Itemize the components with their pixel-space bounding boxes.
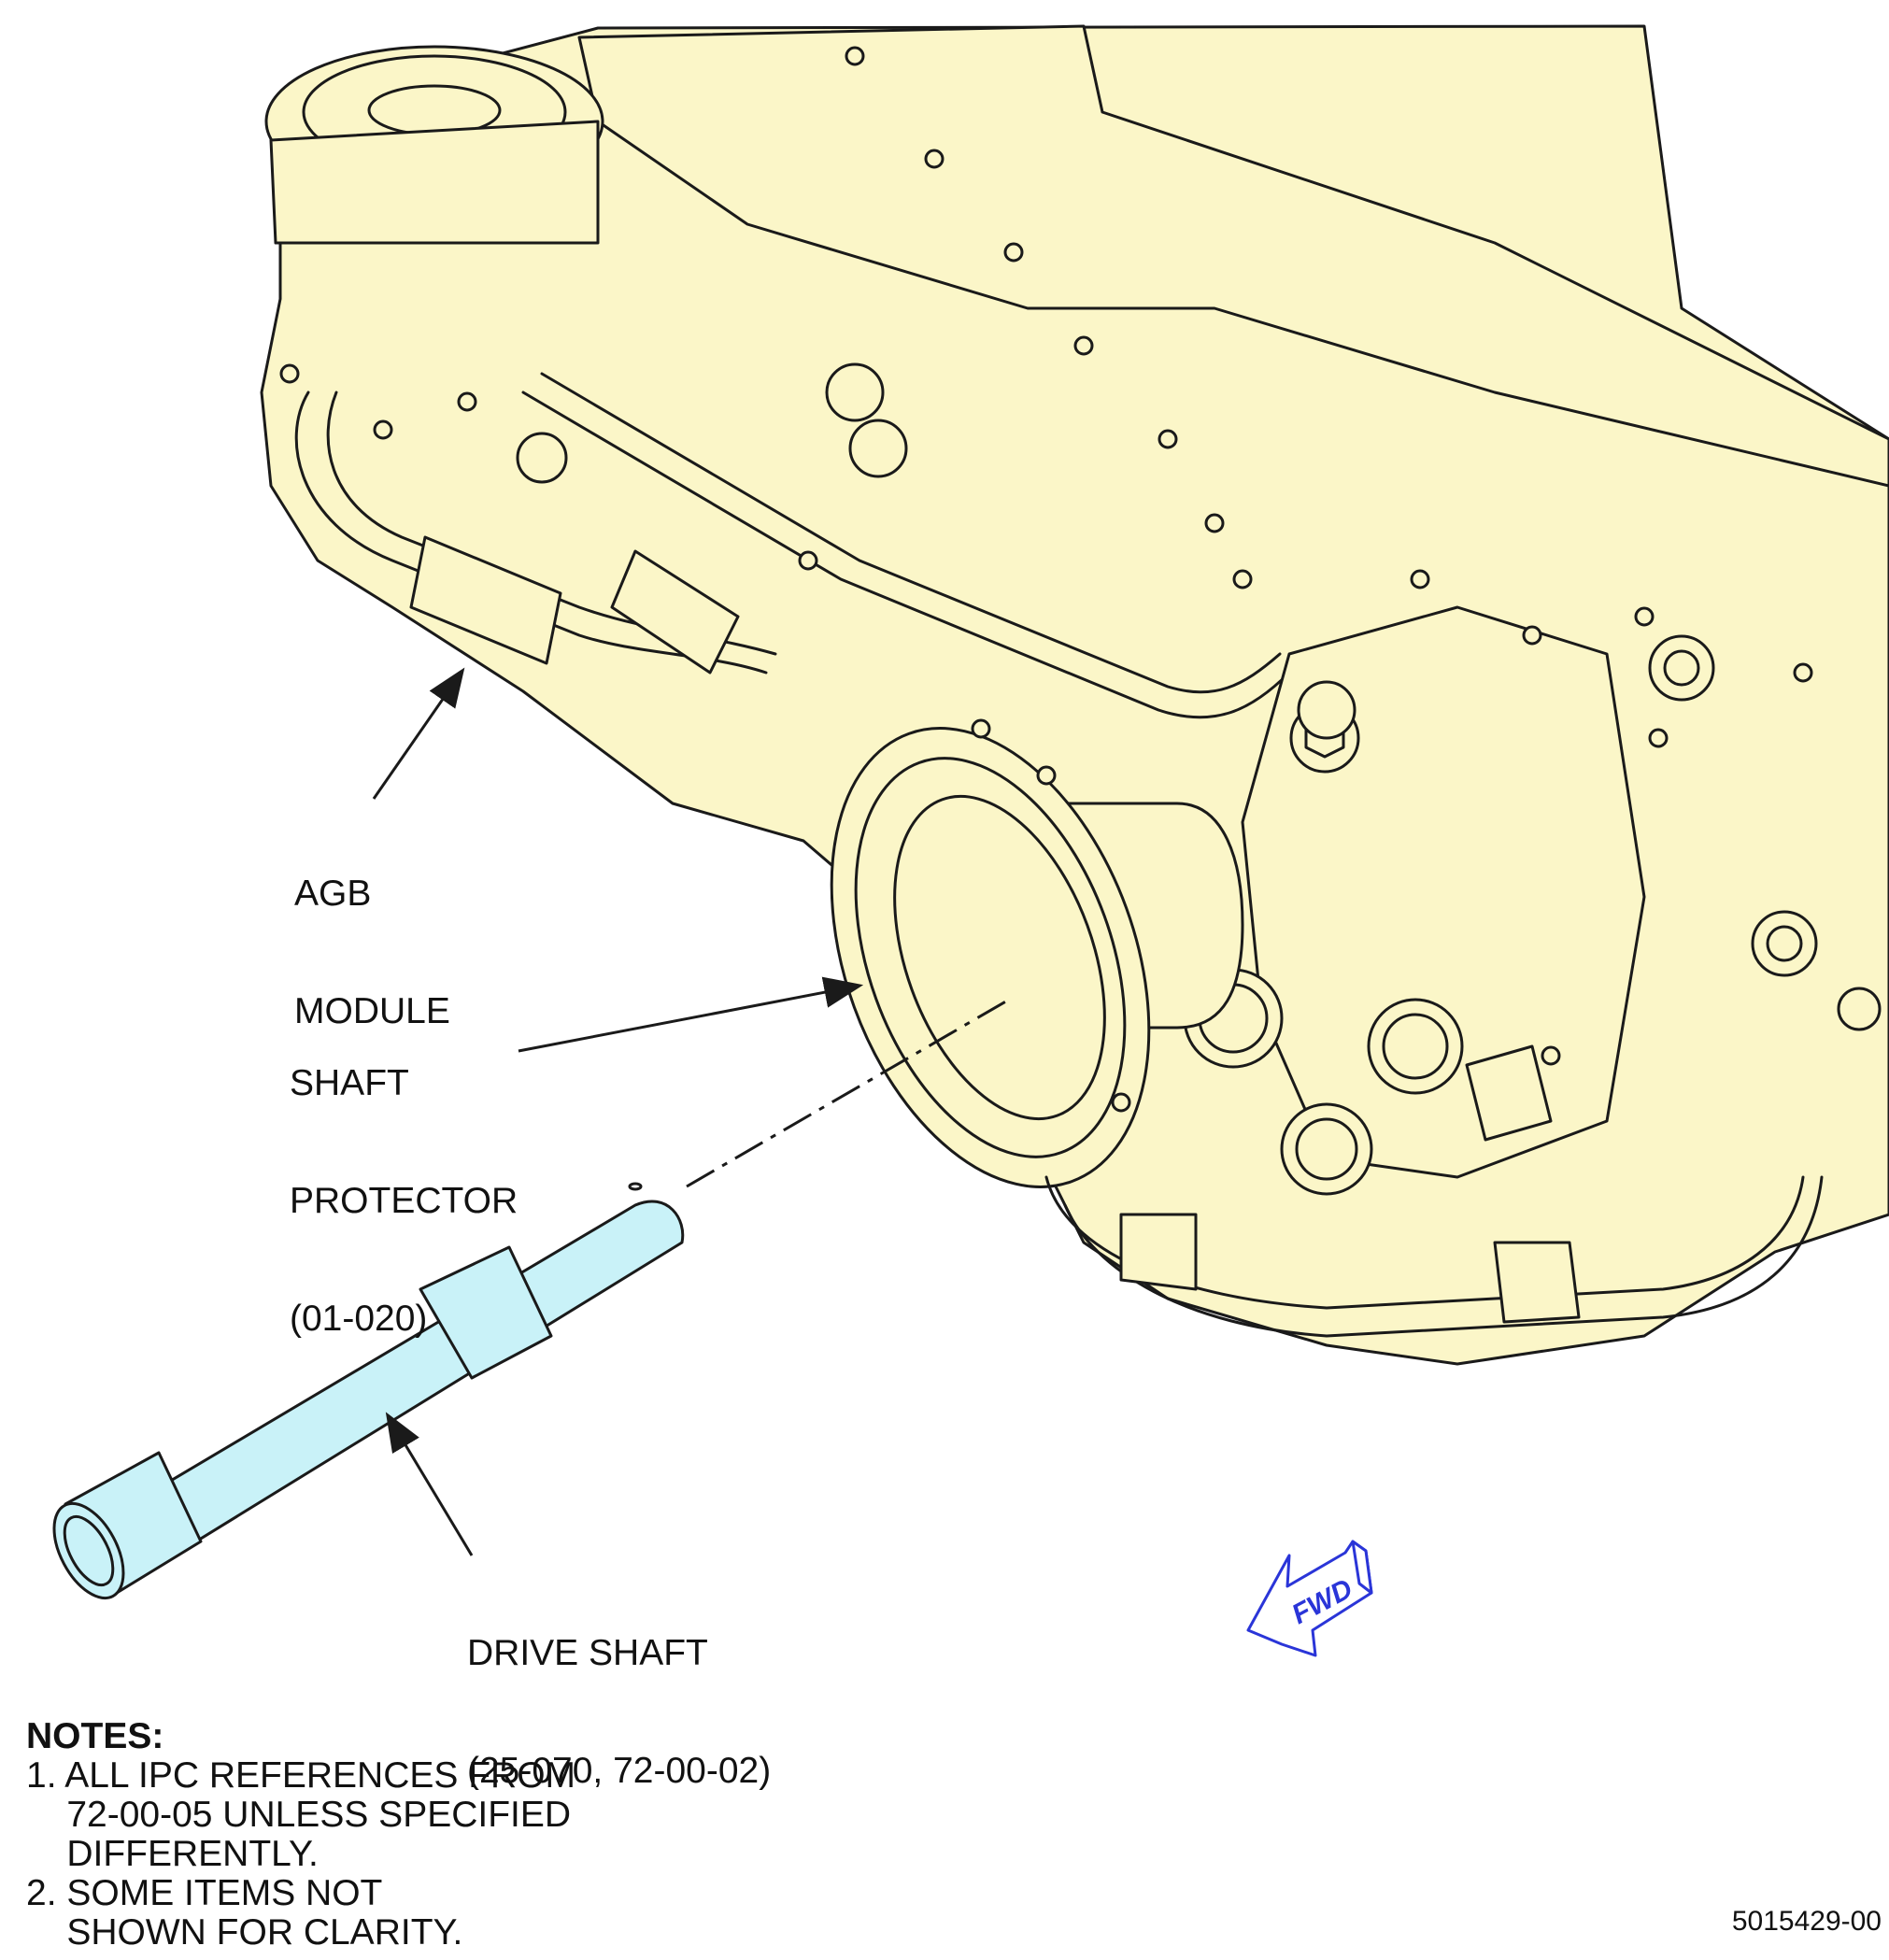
- agb-module-label-line-1: AGB: [294, 873, 372, 914]
- agb-module-label: AGB MODULE: [294, 796, 450, 1071]
- agb-leader-line: [372, 667, 465, 800]
- document-number: 5015429-00: [1731, 1906, 1882, 1937]
- shaft-protector-label-line-1: SHAFT: [290, 1063, 409, 1103]
- agb-module-label-line-2: MODULE: [294, 991, 450, 1031]
- drive-shaft-label: DRIVE SHAFT (25-070, 72-00-02): [467, 1555, 771, 1830]
- engine-assembly: [260, 24, 1889, 1366]
- notes-line-4: 2. SOME ITEMS NOT: [26, 1873, 383, 1913]
- drive-shaft-label-line-2: (25-070, 72-00-02): [467, 1751, 772, 1791]
- assembly-centerline: [686, 998, 1010, 1188]
- notes-line-1: 1. ALL IPC REFERENCES FROM: [26, 1755, 576, 1796]
- notes-line-3: DIFFERENTLY.: [26, 1834, 319, 1874]
- shaft-protector-label-line-3: (01-020): [290, 1299, 428, 1339]
- notes-line-2: 72-00-05 UNLESS SPECIFIED: [26, 1795, 572, 1835]
- forward-direction-arrow: FWD: [1246, 1540, 1373, 1657]
- shaft-protector-label-line-2: PROTECTOR: [290, 1181, 518, 1221]
- notes-block: NOTES: 1. ALL IPC REFERENCES FROM 72-00-…: [26, 1717, 575, 1953]
- shaft-protector-leader-line: [518, 976, 864, 1053]
- drive-shaft-label-line-1: DRIVE SHAFT: [467, 1633, 708, 1673]
- drive-shaft-illustration: [52, 1182, 685, 1600]
- shaft-protector-label: SHAFT PROTECTOR (01-020): [290, 986, 518, 1378]
- notes-title: NOTES:: [26, 1716, 164, 1756]
- notes-line-5: SHOWN FOR CLARITY.: [26, 1912, 463, 1953]
- drive-shaft-leader-line: [385, 1412, 474, 1556]
